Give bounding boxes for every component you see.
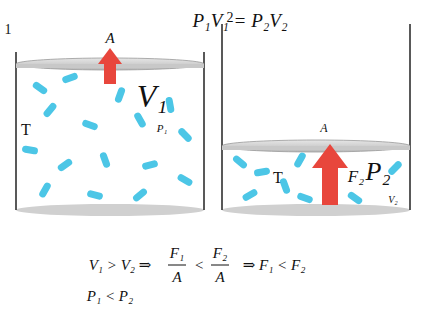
fraction-bar [211, 265, 229, 266]
area-label: A [105, 31, 114, 46]
gas-molecules-1 [22, 72, 194, 203]
fraction-denominator: A [172, 270, 181, 285]
volume-label: V₂ [388, 195, 398, 205]
fraction-numerator: F₂ [213, 246, 227, 261]
equation-part: ⇒ F₁ < F₂ [243, 258, 306, 273]
fraction-bar [168, 265, 186, 266]
equation-title: P₁V₁ = P₂V₂ [192, 11, 287, 30]
force-label: F₂ [348, 168, 364, 185]
force-arrow-2 [312, 144, 348, 205]
pressure-label: P₂ [366, 159, 391, 185]
gas-molecules-2 [232, 151, 404, 205]
fraction-denominator: A [215, 270, 224, 285]
cylinder-2 [222, 24, 410, 216]
temperature-label: T [21, 122, 31, 138]
fraction-numerator: F₁ [170, 246, 184, 261]
equation-part: V₁ > V₂ ⇒ [89, 258, 152, 273]
panel-number: 1 [5, 23, 12, 37]
area-label: A [320, 122, 327, 134]
temperature-label: T [273, 170, 283, 186]
volume-label: V₁ [137, 80, 168, 112]
pressure-label: P₁ [157, 123, 168, 134]
force-arrow-1 [98, 48, 122, 84]
equation-part: P₁ < P₂ [87, 289, 133, 304]
panel-number: 2 [227, 11, 234, 25]
equation-part: < [194, 258, 204, 273]
